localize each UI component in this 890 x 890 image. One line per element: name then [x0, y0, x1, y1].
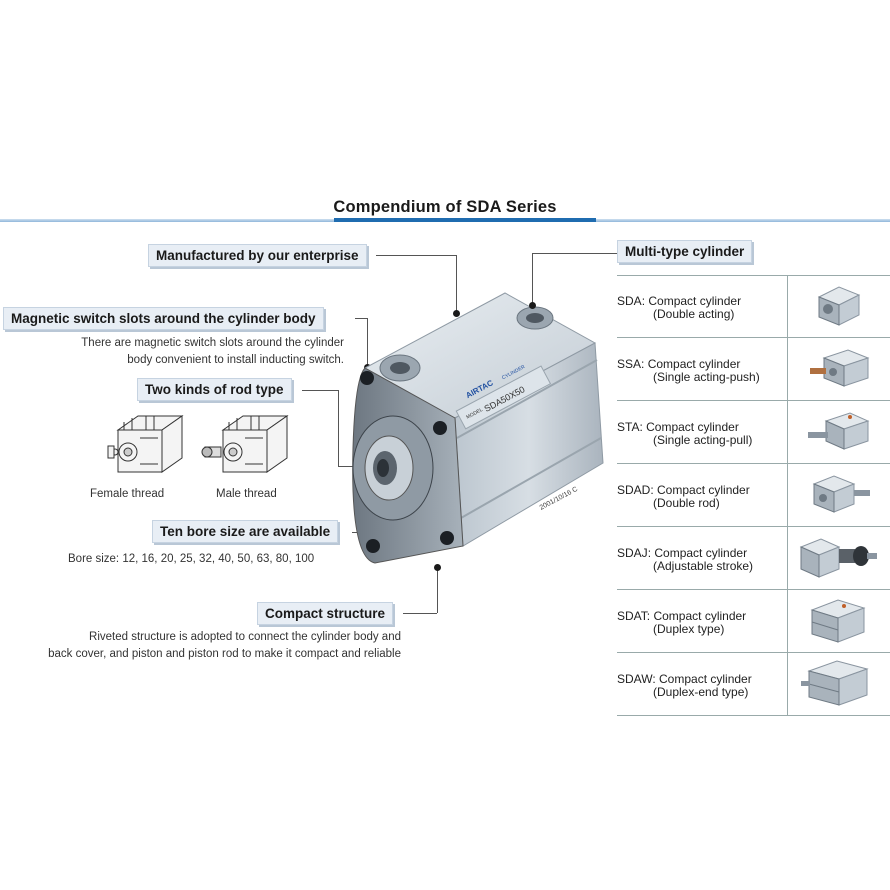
row-code: SDAT: [617, 609, 647, 623]
leader-line: [355, 318, 367, 319]
sdad-thumbnail: [787, 464, 890, 526]
row-name: Compact cylinder: [659, 672, 752, 686]
row-name: Compact cylinder: [654, 546, 748, 560]
sdat-thumbnail: [787, 590, 890, 652]
bore-size-label: Ten bore size are available: [152, 520, 339, 543]
leader-dot: [529, 302, 536, 309]
table-row: STA: Compact cylinder(Single acting-pull…: [617, 401, 890, 464]
leader-dot: [434, 564, 441, 571]
leader-line: [437, 568, 438, 613]
row-code: STA: [617, 420, 640, 434]
female-thread-drawing: [107, 415, 184, 473]
table-row: SDAW: Compact cylinder(Duplex-end type): [617, 653, 890, 716]
magnetic-slots-label: Magnetic switch slots around the cylinde…: [3, 307, 324, 330]
title-underline: [334, 218, 596, 222]
sdaw-thumbnail: [787, 653, 890, 715]
female-thread-caption: Female thread: [90, 488, 165, 500]
row-code: SDA: [617, 294, 642, 308]
row-name: Compact cylinder: [653, 609, 747, 623]
compact-desc: Riveted structure is adopted to connect …: [0, 629, 401, 663]
row-code: SDAW: [617, 672, 653, 686]
table-row: SSA: Compact cylinder(Single acting-push…: [617, 338, 890, 401]
leader-line: [532, 253, 617, 254]
magnetic-desc-line2: body convenient to install inducting swi…: [127, 354, 344, 366]
leader-line: [338, 466, 355, 467]
leader-line: [338, 390, 339, 466]
page-title: Compendium of SDA Series: [333, 198, 557, 216]
table-row: SDAT: Compact cylinder(Duplex type): [617, 590, 890, 653]
magnetic-desc: There are magnetic switch slots around t…: [0, 335, 344, 369]
table-row: SDAD: Compact cylinder(Double rod): [617, 464, 890, 527]
leader-line: [532, 253, 533, 305]
row-sub: (Double rod): [653, 496, 720, 510]
leader-line: [403, 613, 437, 614]
table-row: SDAJ: Compact cylinder(Adjustable stroke…: [617, 527, 890, 590]
leader-line: [456, 255, 457, 312]
row-sub: (Double acting): [653, 307, 735, 321]
leader-line: [302, 390, 338, 391]
multitype-label: Multi-type cylinder: [617, 240, 753, 263]
compact-desc-line1: Riveted structure is adopted to connect …: [89, 631, 401, 643]
row-code: SSA: [617, 357, 642, 371]
row-sub: (Single acting-push): [653, 370, 760, 384]
rod-type-label: Two kinds of rod type: [137, 378, 292, 401]
row-sub: (Duplex-end type): [653, 685, 749, 699]
ssa-thumbnail: [787, 338, 890, 400]
magnetic-desc-line1: There are magnetic switch slots around t…: [81, 337, 344, 349]
leader-dot: [453, 310, 460, 317]
row-name: Compact cylinder: [646, 420, 739, 434]
leader-line: [367, 318, 368, 366]
row-sub: (Adjustable stroke): [653, 559, 754, 573]
table-row: SDA: Compact cylinder(Double acting): [617, 275, 890, 338]
table-top-border: [617, 275, 890, 276]
row-name: Compact cylinder: [648, 294, 742, 308]
male-thread-drawing: [201, 415, 289, 473]
row-code: SDAJ: [617, 546, 648, 560]
sda-cylinder-image: MODEL SDA50X50 AIRTAC CYLINDER 2001/10/1…: [352, 292, 604, 564]
compact-desc-line2: back cover, and piston and piston rod to…: [48, 648, 401, 660]
row-code: SDAD: [617, 483, 651, 497]
multitype-table: SDA: Compact cylinder(Double acting) SSA…: [617, 275, 890, 716]
sta-thumbnail: [787, 401, 890, 463]
sdaj-thumbnail: [787, 527, 890, 589]
bore-size-text: Bore size: 12, 16, 20, 25, 32, 40, 50, 6…: [68, 553, 315, 565]
compact-structure-label: Compact structure: [257, 602, 394, 625]
row-name: Compact cylinder: [657, 483, 750, 497]
row-name: Compact cylinder: [647, 357, 741, 371]
sda-thumbnail: [787, 275, 890, 337]
male-thread-caption: Male thread: [216, 488, 277, 500]
row-sub: (Single acting-pull): [653, 433, 753, 447]
manufactured-label: Manufactured by our enterprise: [148, 244, 367, 267]
leader-line: [376, 255, 456, 256]
row-sub: (Duplex type): [653, 622, 725, 636]
